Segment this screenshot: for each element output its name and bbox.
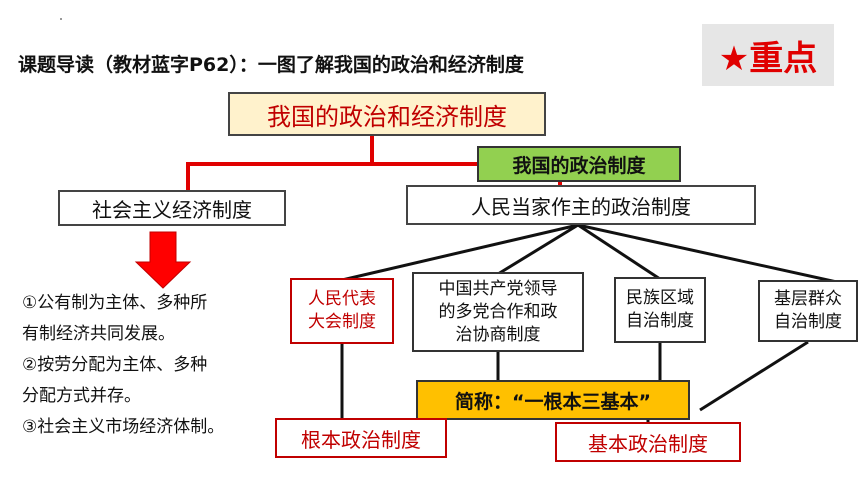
- subsystem-peoples-congress: 人民代表 大会制度: [290, 278, 394, 344]
- subsystem-line: 治协商制度: [455, 324, 541, 345]
- summary-node: 简称：“一根本三基本”: [416, 380, 690, 420]
- list-item: 分配方式并存。: [22, 386, 141, 406]
- subsystem-line: 大会制度: [308, 312, 376, 332]
- subsystem-line: 自治制度: [774, 312, 842, 332]
- subsystem-line: 基层群众: [774, 289, 842, 309]
- root-node: 我国的政治和经济制度: [228, 92, 546, 136]
- political-header-node: 我国的政治制度: [477, 146, 681, 182]
- subsystem-multiparty-cooperation: 中国共产党领导 的多党合作和政 治协商制度: [412, 272, 584, 352]
- subsystem-grassroots-autonomy: 基层群众 自治制度: [758, 280, 858, 342]
- list-item: ①公有制为主体、多种所: [22, 293, 208, 313]
- page-title: 课题导读（教材蓝字P62）：一图了解我国的政治和经济制度: [18, 54, 524, 76]
- subsystem-line: 中国共产党领导: [438, 278, 558, 299]
- subsystem-line: 的多党合作和政: [438, 301, 558, 322]
- economic-points-list: ①公有制为主体、多种所 有制经济共同发展。 ②按劳分配为主体、多种 分配方式并存…: [22, 290, 284, 445]
- key-point-badge: ★重点: [702, 24, 834, 86]
- political-system-node: 人民当家作主的政治制度: [406, 185, 756, 225]
- basic-line-3: [699, 340, 809, 412]
- econ-connector: [186, 162, 560, 190]
- fan-line-3: [577, 223, 661, 281]
- fan-line-1: [341, 223, 579, 282]
- fundamental-system-node: 根本政治制度: [275, 418, 447, 458]
- fan-line-2: [497, 223, 579, 276]
- list-item: ②按劳分配为主体、多种: [22, 355, 208, 375]
- list-item: 有制经济共同发展。: [22, 324, 175, 344]
- fan-line-4: [577, 223, 856, 288]
- decorative-dot: [60, 18, 62, 20]
- subsystem-line: 人民代表: [308, 289, 376, 309]
- economic-system-node: 社会主义经济制度: [58, 190, 286, 226]
- list-item: ③社会主义市场经济体制。: [22, 417, 225, 437]
- subsystem-line: 自治制度: [626, 311, 694, 331]
- subsystem-ethnic-autonomy: 民族区域 自治制度: [614, 277, 706, 343]
- subsystem-line: 民族区域: [626, 288, 694, 308]
- basic-system-node: 基本政治制度: [555, 422, 741, 462]
- down-arrow: [134, 231, 192, 289]
